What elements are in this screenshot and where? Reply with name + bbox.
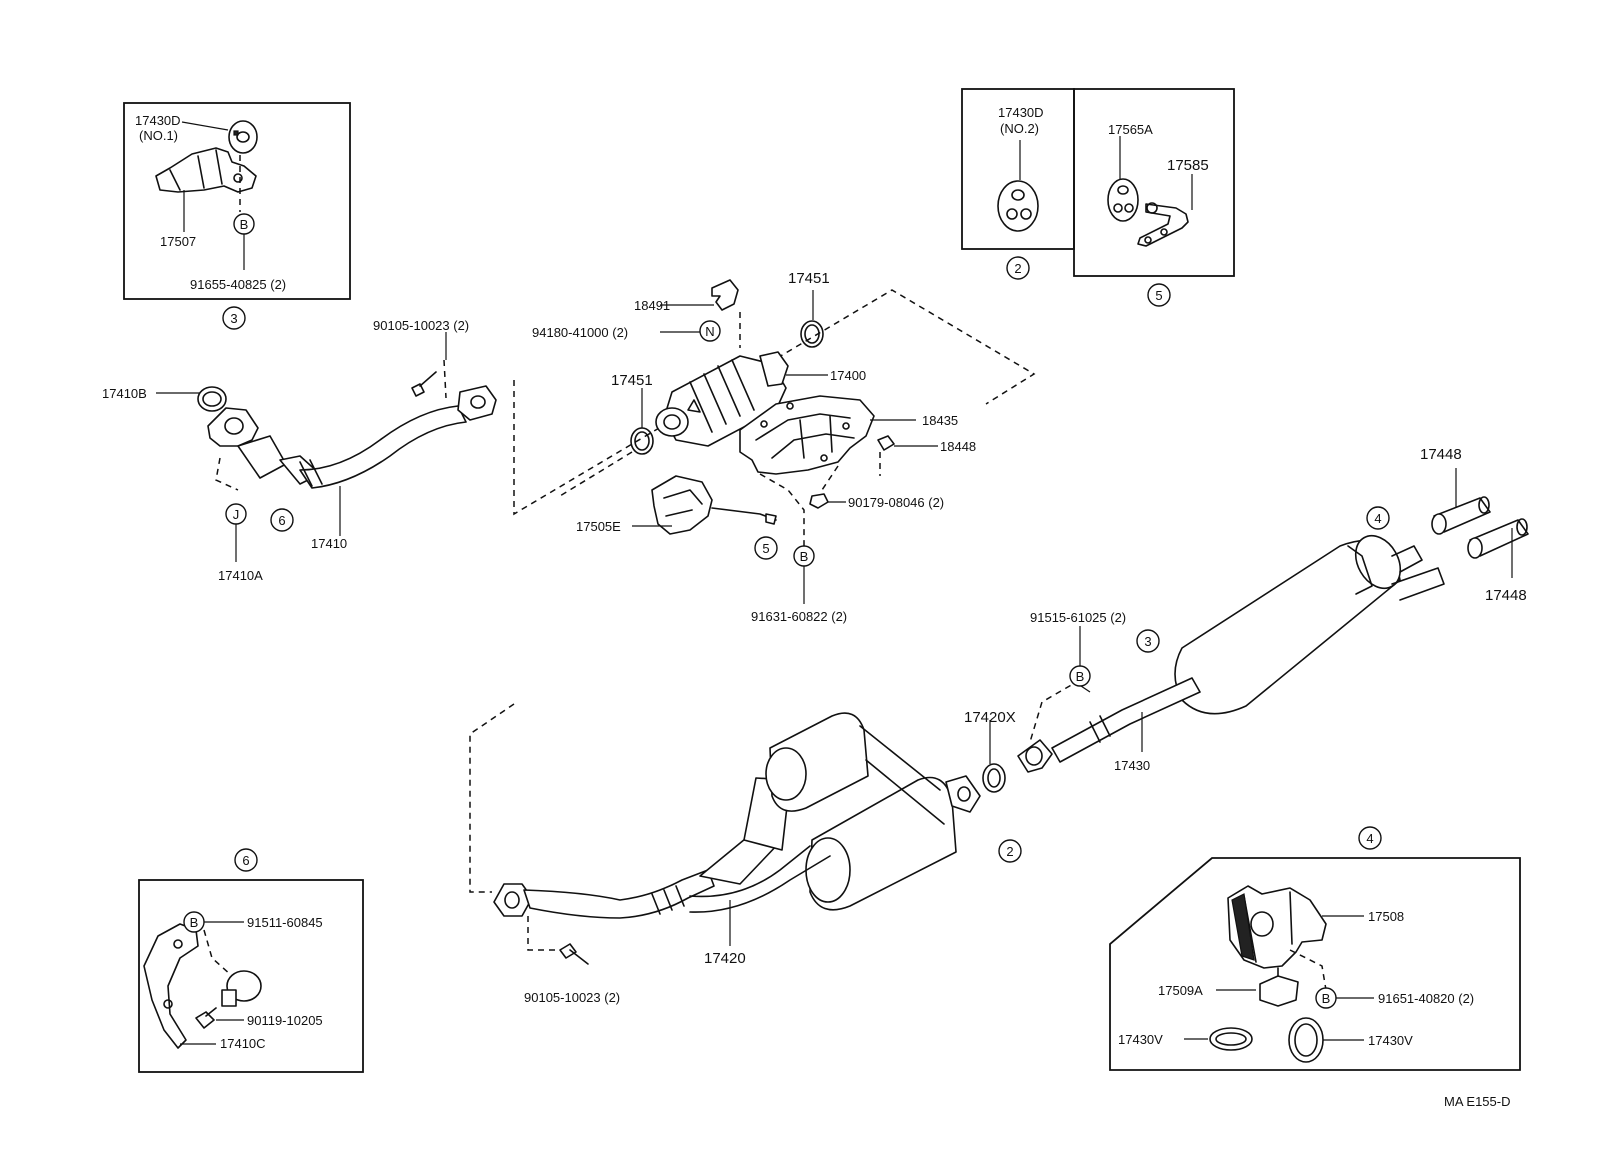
label-17430d-no1-sub: (NO.1) bbox=[139, 128, 178, 143]
label-90105-10023-top: 90105-10023 (2) bbox=[373, 318, 469, 333]
label-17430d-no2-sub: (NO.2) bbox=[1000, 121, 1039, 136]
label-17430d-no1: 17430D bbox=[135, 113, 181, 128]
clamp-91511 bbox=[221, 970, 262, 1007]
callout-6-box: 6 bbox=[242, 853, 249, 868]
hanger-17565a bbox=[1107, 178, 1139, 222]
ring-17430v-left bbox=[1209, 1027, 1253, 1051]
label-17410a: 17410A bbox=[218, 568, 263, 583]
label-18491: 18491 bbox=[634, 298, 670, 313]
ring-17430v-right bbox=[1288, 1017, 1324, 1063]
label-91651-40820: 91651-40820 (2) bbox=[1378, 991, 1474, 1006]
converter-assembly: N bbox=[559, 279, 895, 546]
bracket-17508 bbox=[1227, 885, 1327, 969]
label-91631-60822: 91631-60822 (2) bbox=[751, 609, 847, 624]
label-94180-41000: 94180-41000 (2) bbox=[532, 325, 628, 340]
label-17430: 17430 bbox=[1114, 758, 1150, 773]
label-17448-lower: 17448 bbox=[1485, 587, 1527, 604]
label-17507: 17507 bbox=[160, 234, 196, 249]
label-17410c: 17410C bbox=[220, 1036, 266, 1051]
label-91515-61025: 91515-61025 (2) bbox=[1030, 610, 1126, 625]
label-17430v-right: 17430V bbox=[1368, 1033, 1413, 1048]
callout-b-91515: B bbox=[1076, 669, 1085, 684]
callout-3-main: 3 bbox=[1144, 634, 1151, 649]
bolt-90105-top bbox=[411, 371, 437, 397]
label-90119-10205: 90119-10205 bbox=[247, 1013, 323, 1028]
label-17430d-no2: 17430D bbox=[998, 105, 1044, 120]
callout-j-17410a: J bbox=[233, 507, 240, 522]
front-pipe-17410 bbox=[197, 371, 497, 489]
cushion-17509a bbox=[1259, 967, 1299, 1007]
inset-box-6: B 91511-60845 90119-10205 17410C bbox=[138, 879, 364, 1073]
label-18435: 18435 bbox=[922, 413, 958, 428]
gasket-17451-upper bbox=[800, 320, 824, 348]
label-18448: 18448 bbox=[940, 439, 976, 454]
inset-box-5: 17565A 17585 bbox=[1073, 88, 1235, 277]
label-90105-10023-bottom: 90105-10023 (2) bbox=[524, 990, 620, 1005]
callout-4-box: 4 bbox=[1366, 831, 1373, 846]
label-17410b: 17410B bbox=[102, 386, 147, 401]
label-90179-08046: 90179-08046 (2) bbox=[848, 495, 944, 510]
callout-b-91651: B bbox=[1322, 991, 1331, 1006]
stud-18448 bbox=[877, 435, 895, 451]
inset-box-3: B 17430D (NO.1) 17507 91655-40825 (2) bbox=[123, 102, 351, 300]
hanger-rubber-no1 bbox=[228, 120, 258, 154]
label-17430v-left: 17430V bbox=[1118, 1032, 1163, 1047]
callout-3-box: 3 bbox=[230, 311, 237, 326]
inset-box-2: 17430D (NO.2) bbox=[961, 88, 1075, 250]
label-17451-lower: 17451 bbox=[611, 372, 653, 389]
label-17505e: 17505E bbox=[576, 519, 621, 534]
heat-insulator-18435 bbox=[739, 395, 875, 475]
label-17400: 17400 bbox=[830, 368, 866, 383]
callout-5-box: 5 bbox=[1155, 288, 1162, 303]
label-17585: 17585 bbox=[1167, 157, 1209, 174]
callout-5-main: 5 bbox=[762, 541, 769, 556]
bolt-90119 bbox=[195, 1007, 217, 1029]
callout-2-box: 2 bbox=[1014, 261, 1021, 276]
label-17508: 17508 bbox=[1368, 909, 1404, 924]
footer-code: MA E155-D bbox=[1444, 1094, 1510, 1109]
callout-b-91631: B bbox=[800, 549, 809, 564]
intermediate-pipe-17430 bbox=[1017, 677, 1201, 773]
callout-b-box3: B bbox=[240, 217, 249, 232]
bracket-17585 bbox=[1137, 202, 1189, 247]
label-17448-upper: 17448 bbox=[1420, 446, 1462, 463]
heat-insulator-17505e bbox=[651, 475, 777, 535]
label-17410: 17410 bbox=[311, 536, 347, 551]
nut-90179 bbox=[809, 493, 829, 509]
bracket-17410c bbox=[143, 923, 199, 1049]
label-91655-40825: 91655-40825 (2) bbox=[190, 277, 286, 292]
bracket-17507 bbox=[155, 147, 257, 193]
gasket-17420x bbox=[982, 763, 1006, 793]
label-17451-upper: 17451 bbox=[788, 270, 830, 287]
main-muffler bbox=[982, 534, 1445, 793]
callout-b-91511: B bbox=[190, 915, 199, 930]
callout-n-18491: N bbox=[705, 324, 714, 339]
tail-pipe-17448-a bbox=[1431, 496, 1491, 535]
label-17420x: 17420X bbox=[964, 709, 1016, 726]
label-17420: 17420 bbox=[704, 950, 746, 967]
tail-pipe-17448-b bbox=[1467, 518, 1529, 559]
callout-6-pipe: 6 bbox=[278, 513, 285, 528]
hanger-rubber-no2 bbox=[997, 180, 1039, 232]
label-17509a: 17509A bbox=[1158, 983, 1203, 998]
center-pipe-17420 bbox=[493, 712, 981, 965]
label-17565a: 17565A bbox=[1108, 122, 1153, 137]
inset-box-4: B 17508 17509A 91651-40820 (2) 17430V 17… bbox=[1118, 885, 1474, 1063]
bracket-18491 bbox=[711, 279, 739, 311]
bolt-90105-bottom bbox=[559, 943, 589, 965]
callout-2-main: 2 bbox=[1006, 844, 1013, 859]
label-91511-60845: 91511-60845 bbox=[247, 915, 323, 930]
callout-4-main: 4 bbox=[1374, 511, 1381, 526]
gasket-17451-lower bbox=[630, 427, 654, 455]
